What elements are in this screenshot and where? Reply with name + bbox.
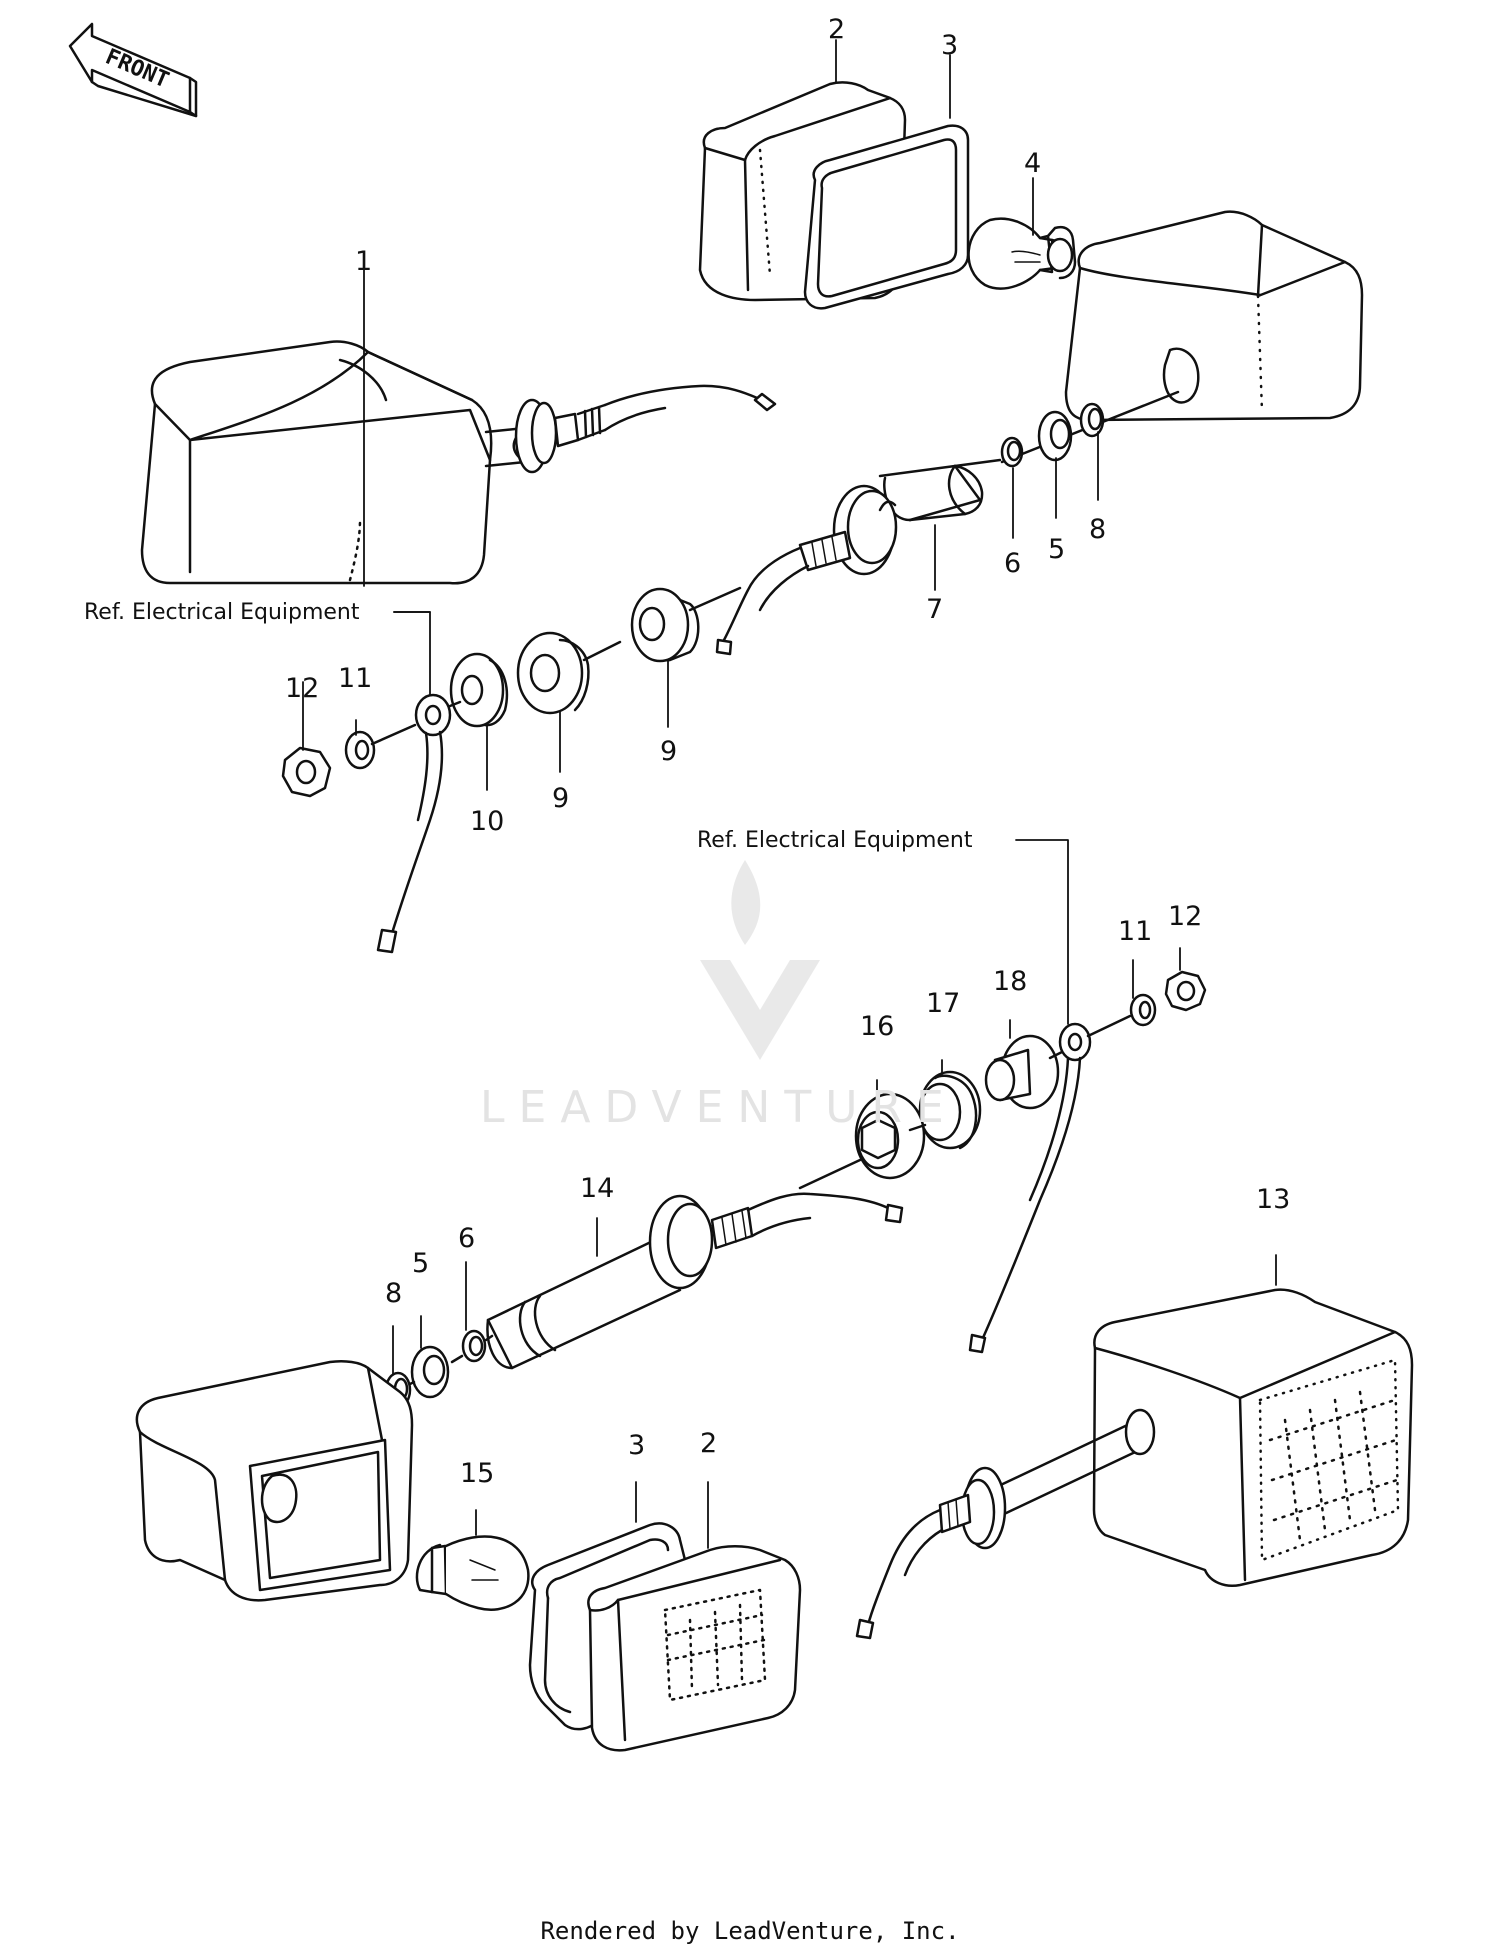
nut-12-upper: [281, 746, 332, 798]
bulb-lower: [415, 1535, 530, 1611]
callout-7: 7: [926, 594, 944, 625]
callout-6-lower: 6: [458, 1223, 476, 1254]
lower-axis-line: [908, 1014, 1132, 1132]
callout-9-upper-left: 9: [552, 783, 570, 814]
callout-2-lower: 2: [700, 1428, 718, 1459]
callout-1: 1: [355, 246, 373, 277]
ref-electrical-equipment-upper: Ref. Electrical Equipment: [84, 600, 360, 625]
turn-signal-housing-lower-right: [855, 1288, 1414, 1640]
callout-10: 10: [470, 806, 505, 837]
lens-gasket-upper: [803, 124, 970, 310]
callout-12-upper: 12: [285, 673, 320, 704]
mounting-stem-upper: [715, 390, 1180, 656]
callout-2-upper: 2: [828, 14, 846, 45]
front-arrow-icon: FRONT: [68, 22, 198, 118]
grommet-17-lower: [918, 1070, 982, 1150]
washer-11-lower: [1129, 993, 1157, 1027]
callout-8-upper: 8: [1089, 514, 1107, 545]
washer-5-upper: [1037, 410, 1073, 462]
ring-terminal-lower: [968, 1022, 1092, 1354]
callout-13: 13: [1256, 1184, 1291, 1215]
callout-leader-lines: [302, 39, 1277, 1549]
bulb-upper: [967, 217, 1077, 290]
callout-8-lower: 8: [385, 1278, 403, 1309]
callout-9-upper-right: 9: [660, 736, 678, 767]
washer-8-upper: [1079, 402, 1105, 438]
grommet-9-upper-large: [630, 587, 700, 663]
footer-rendered-by: Rendered by LeadVenture, Inc.: [540, 1917, 960, 1945]
callout-11-upper: 11: [338, 663, 373, 694]
washer-5-lower: [410, 1345, 450, 1399]
turn-signal-lens-lower: [587, 1545, 802, 1752]
turn-signal-housing-lower-left: [135, 1360, 414, 1602]
washer-11-upper: [344, 730, 376, 770]
upper-axis-line: [370, 586, 742, 746]
callout-14: 14: [580, 1173, 615, 1204]
grommet-16-lower: [854, 1092, 926, 1180]
collar-18-lower: [984, 1034, 1060, 1110]
callout-17: 17: [926, 988, 961, 1019]
nut-12-lower: [1164, 970, 1207, 1012]
ring-terminal-upper: [376, 693, 452, 954]
callout-4: 4: [1024, 148, 1042, 179]
callout-5-upper: 5: [1048, 534, 1066, 565]
callout-12-lower: 12: [1168, 901, 1203, 932]
washer-6-upper: [1000, 436, 1024, 468]
washer-6-lower: [461, 1329, 487, 1363]
mounting-stem-lower: [486, 1158, 904, 1370]
watermark-text: LEADVENTURE: [480, 1082, 958, 1133]
leadventure-watermark-logo: [700, 860, 820, 1060]
washer-10-upper: [449, 652, 509, 728]
turn-signal-housing-upper-left: [140, 340, 777, 585]
callout-18: 18: [993, 966, 1028, 997]
turn-signal-housing-upper-right: [1064, 210, 1364, 422]
callout-3-upper: 3: [941, 30, 959, 61]
callout-5-lower: 5: [412, 1248, 430, 1279]
callout-3-lower: 3: [628, 1430, 646, 1461]
callout-15: 15: [460, 1458, 495, 1489]
callout-11-lower: 11: [1118, 916, 1153, 947]
grommet-9-upper-small: [516, 631, 590, 715]
ref-electrical-equipment-lower: Ref. Electrical Equipment: [697, 828, 973, 853]
callout-6-upper: 6: [1004, 548, 1022, 579]
callout-16: 16: [860, 1011, 895, 1042]
